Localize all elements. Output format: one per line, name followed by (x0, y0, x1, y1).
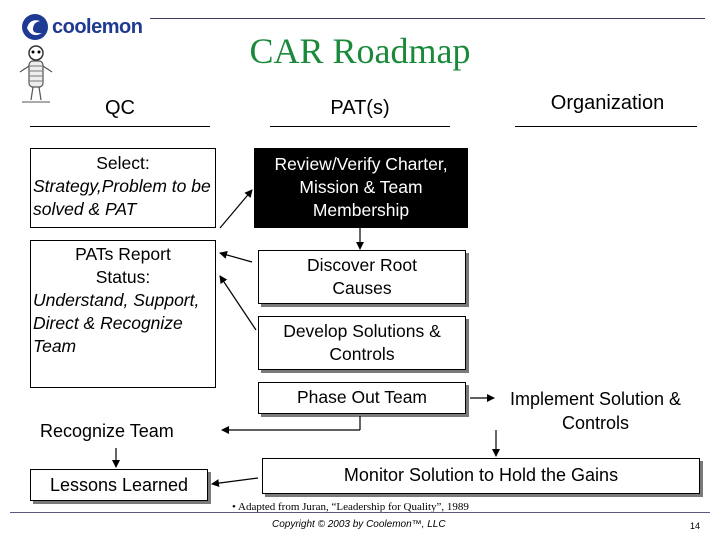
pats-review-box: Review/Verify Charter, Mission & Team Me… (254, 148, 468, 228)
qc-select-box: Select: Strategy,Problem to be solved & … (30, 148, 216, 228)
column-header-qc-underline (30, 126, 210, 127)
pats-phase-out-box: Phase Out Team (258, 382, 466, 414)
arrow-discover-to-report (219, 275, 257, 331)
monitor-box: Monitor Solution to Hold the Gains (262, 458, 700, 494)
top-divider (150, 18, 705, 19)
arrow-review-to-report (219, 251, 253, 263)
org-implement-text: Implement Solution & Controls (509, 389, 682, 433)
copyright: Copyright © 2003 by Coolemon™, LLC (272, 519, 446, 530)
page-title: CAR Roadmap (249, 31, 471, 71)
column-header-pats: PAT(s) (330, 97, 390, 119)
footer-divider (10, 512, 710, 513)
column-header-pats-underline (270, 126, 450, 127)
column-header-organization: Organization (550, 92, 665, 114)
qc-report-body: Understand, Support, Direct & Recognize … (33, 290, 200, 356)
qc-lessons-learned-box: Lessons Learned (30, 469, 208, 501)
qc-select-body: Strategy,Problem to be solved & PAT (33, 176, 211, 219)
column-header-qc: QC (105, 97, 135, 119)
logo (20, 12, 150, 42)
logo-swirl-icon (22, 14, 48, 40)
qc-report-title: PATs Report Status: (75, 244, 171, 287)
footnote: • Adapted from Juran, “Leadership for Qu… (232, 501, 469, 513)
logo-text: coolemon (52, 16, 143, 38)
page-number: 14 (690, 521, 701, 531)
pats-discover-box: Discover Root Causes (258, 250, 466, 304)
qc-select-title: Select: (96, 153, 150, 173)
arrow-monitor-to-lessons (211, 477, 259, 488)
qc-recognize-team: Recognize Team (40, 421, 174, 441)
mascot-figure-icon (19, 45, 53, 103)
pats-develop-box: Develop Solutions & Controls (258, 316, 466, 370)
qc-report-box: PATs Report Status: Understand, Support,… (30, 240, 216, 388)
column-header-organization-underline (515, 126, 697, 127)
arrow-select-to-review (219, 189, 253, 229)
